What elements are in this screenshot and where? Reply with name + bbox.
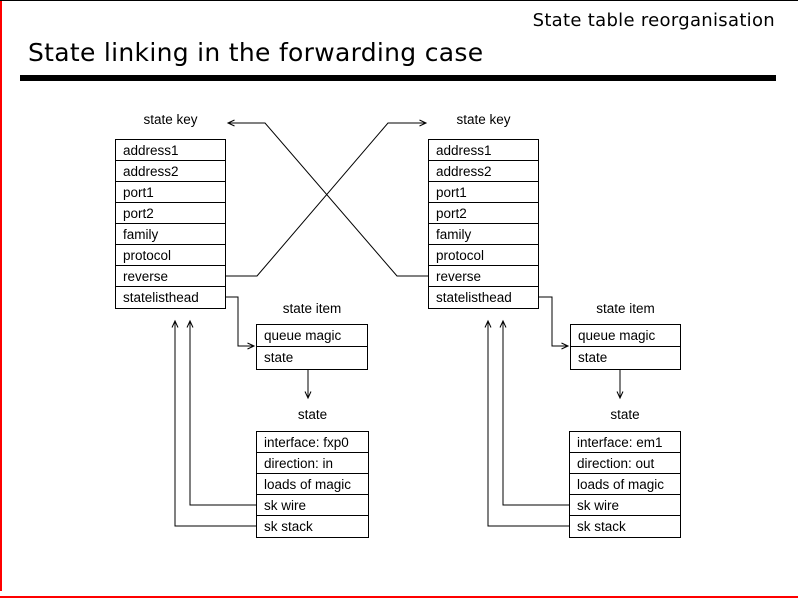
table-row: direction: in (257, 453, 368, 474)
table-row: sk stack (577, 519, 626, 534)
table-row: family (116, 224, 225, 245)
table-row: protocol (116, 245, 225, 266)
table-row: family (429, 224, 538, 245)
frame-left-red-line (0, 0, 2, 591)
table-row: port2 (429, 203, 538, 224)
connector-right-reverse-to-left-key (226, 119, 428, 277)
state-table-left: interface: fxp0 direction: in loads of m… (256, 431, 369, 538)
state-key-table-right: address1 address2 port1 port2 family pro… (428, 139, 539, 309)
table-row: statelisthead (436, 290, 512, 305)
right-state-key-label: state key (456, 112, 511, 127)
state-key-table-left: address1 address2 port1 port2 family pro… (115, 139, 226, 309)
table-row: address2 (116, 161, 225, 182)
connector-right-skstack-to-key (484, 319, 569, 527)
table-row: sk wire (257, 495, 368, 516)
table-row: protocol (429, 245, 538, 266)
state-table-right: interface: em1 direction: out loads of m… (569, 431, 681, 538)
connector-right-skwire-to-key (499, 319, 569, 506)
table-row: reverse (429, 266, 538, 287)
table-row: interface: em1 (570, 432, 680, 453)
table-row: state (264, 350, 294, 365)
table-row: interface: fxp0 (257, 432, 368, 453)
left-state-item-label: state item (282, 301, 342, 316)
connector-left-reverse-to-right-key (225, 119, 428, 277)
table-row: address2 (429, 161, 538, 182)
table-row: port2 (116, 203, 225, 224)
title-underline (20, 75, 776, 81)
table-row: sk wire (570, 495, 680, 516)
connector-left-skwire-to-key (186, 319, 256, 506)
left-state-label: state (297, 407, 328, 422)
state-item-table-left: queue magic state (256, 324, 368, 370)
table-row: reverse (116, 266, 225, 287)
table-row: address1 (429, 140, 538, 161)
table-row: loads of magic (257, 474, 368, 495)
state-item-table-right: queue magic state (570, 324, 681, 370)
frame-bottom-red-line (0, 596, 798, 598)
slide-header-title: State table reorganisation (532, 10, 775, 31)
table-row: state (578, 350, 608, 365)
right-state-item-label: state item (596, 301, 655, 316)
connector-left-skstack-to-key (171, 319, 256, 527)
table-row: loads of magic (570, 474, 680, 495)
table-row: port1 (116, 182, 225, 203)
table-row: direction: out (570, 453, 680, 474)
connector-right-statelisthead-to-item (539, 296, 570, 350)
table-row: address1 (116, 140, 225, 161)
table-row: port1 (429, 182, 538, 203)
frame-top-line (0, 0, 798, 1)
table-row: queue magic (571, 325, 680, 347)
right-state-label: state (610, 407, 640, 422)
table-row: sk stack (264, 519, 313, 534)
page-title: State linking in the forwarding case (28, 38, 484, 67)
connector-left-statelisthead-to-item (226, 296, 256, 350)
table-row: statelisthead (123, 290, 199, 305)
left-state-key-label: state key (143, 112, 198, 127)
table-row: queue magic (257, 325, 367, 347)
